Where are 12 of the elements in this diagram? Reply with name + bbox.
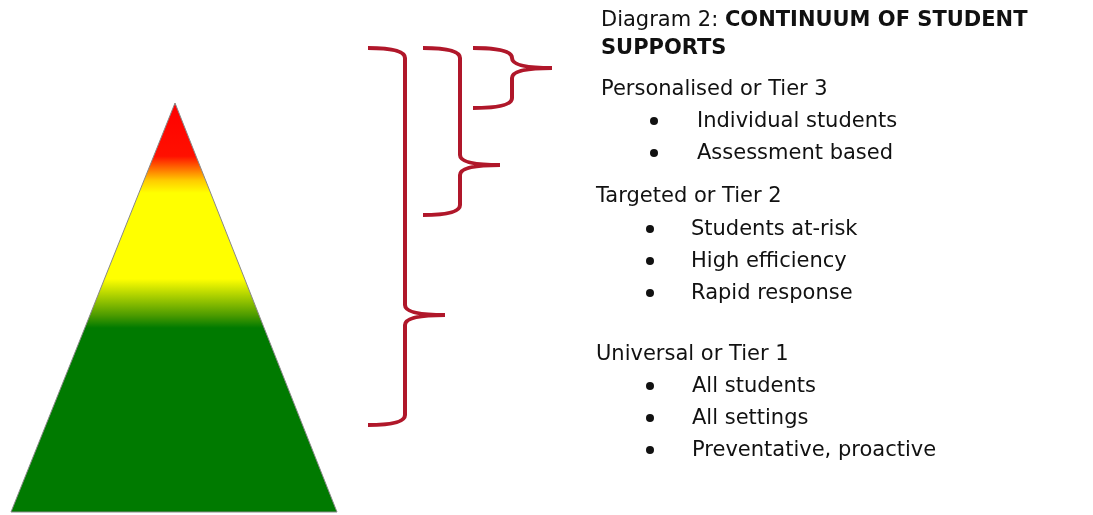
tier-heading: Targeted or Tier 2 (596, 182, 782, 208)
tier-heading: Personalised or Tier 3 (601, 75, 828, 101)
list-item: High efficiency (691, 247, 847, 273)
list-item: Students at-risk (691, 215, 858, 241)
list-item: Preventative, proactive (692, 436, 937, 462)
list-item: Individual students (697, 107, 898, 133)
list-item: All students (692, 372, 816, 398)
list-item: Assessment based (697, 139, 894, 165)
list-item: Rapid response (691, 279, 853, 305)
tier-heading: Universal or Tier 1 (596, 340, 789, 366)
list-item: All settings (692, 404, 809, 430)
title: Diagram 2: CONTINUUM OF STUDENT SUPPORTS (601, 6, 1029, 61)
